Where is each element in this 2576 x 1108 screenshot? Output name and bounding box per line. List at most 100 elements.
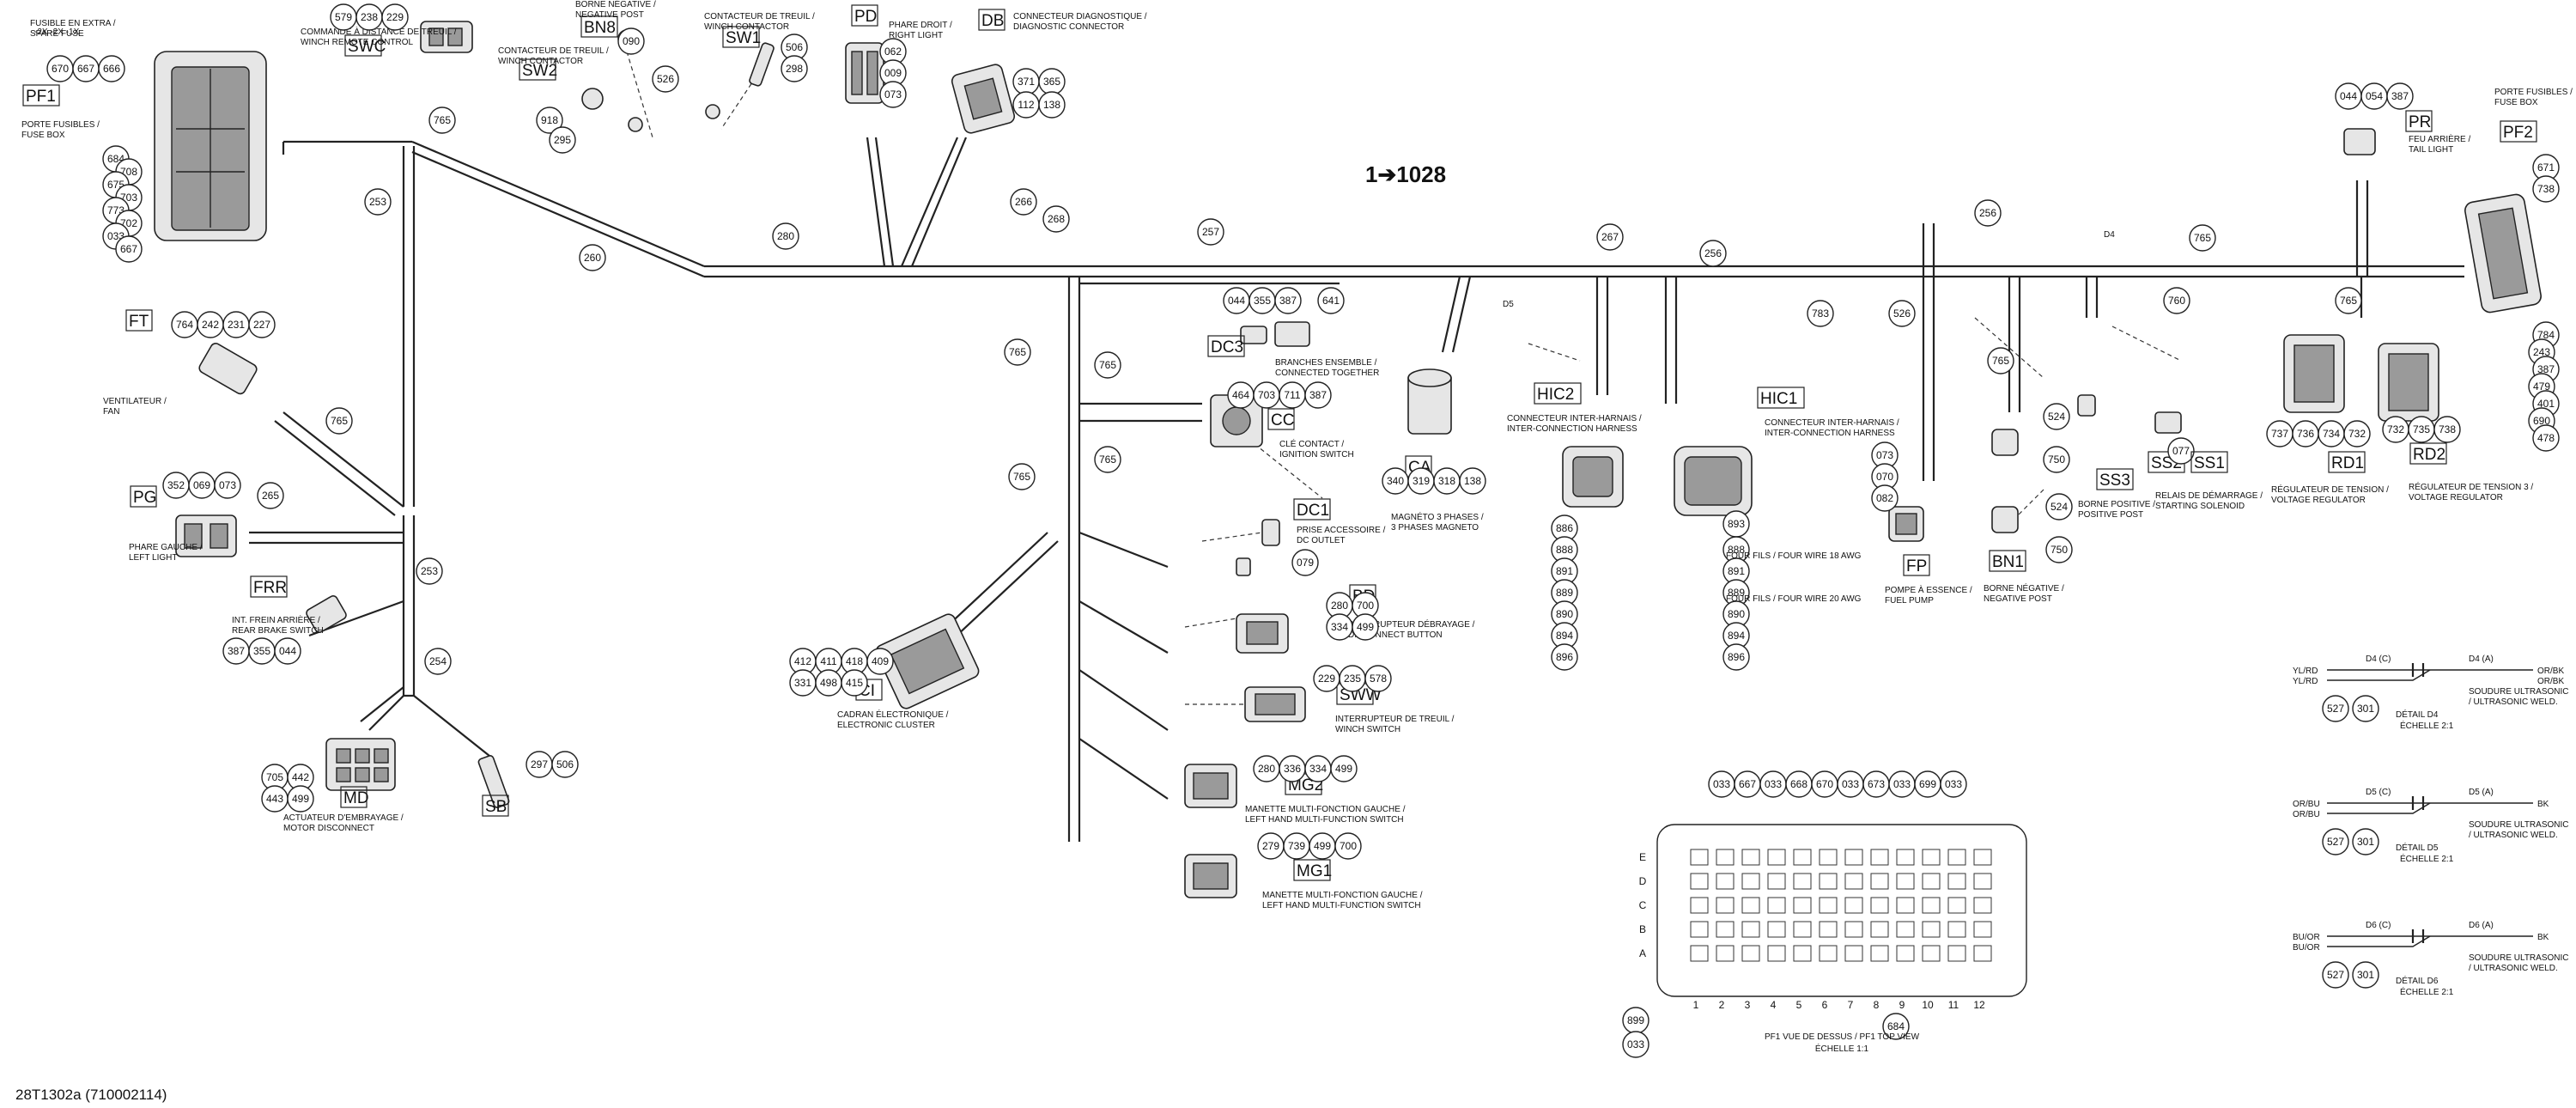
motor-disconnect-connector (325, 738, 396, 791)
component-ref: 138 (1038, 91, 1066, 119)
ref-number: 054 (2366, 90, 2383, 102)
component-name: WINCH SWITCH (1335, 725, 1400, 734)
left-light-connector (175, 514, 237, 557)
harness-ref: 256 (1699, 240, 1727, 267)
detail-note: / ULTRASONIC WELD. (2469, 697, 2558, 707)
component-ref: 138 (1459, 467, 1486, 495)
fuse-slot (1690, 921, 1709, 938)
component-ref: 524 (2045, 493, 2073, 521)
ref-number: 734 (2323, 428, 2340, 440)
inter-harness-connector-hic1 (1674, 446, 1753, 516)
spare-fuse-extra: -2X -2X -1X (34, 27, 80, 37)
ref-number: 077 (2172, 445, 2190, 457)
component-code: PD (854, 8, 877, 26)
wire-color: YL/RD (2293, 667, 2318, 676)
splice-tag: D5 (A) (2469, 788, 2494, 797)
component-code: DC1 (1297, 502, 1329, 520)
component-name: POMPE À ESSENCE / (1885, 584, 1972, 595)
fuse-slot (1973, 921, 1992, 938)
ref-number: 499 (1335, 763, 1352, 775)
ref-number: 784 (2537, 329, 2555, 341)
component-name: BORNE NÉGATIVE / (575, 0, 656, 9)
fusebox-top-ref: 668 (1785, 770, 1813, 798)
component-ref: 229 (1313, 665, 1340, 692)
ref-number: 257 (1202, 226, 1219, 238)
component-code: PG (133, 489, 156, 507)
ref-number: 073 (219, 479, 236, 491)
component-name: POSITIVE POST (2078, 510, 2143, 520)
detail-name: DÉTAIL D6 (2396, 975, 2439, 986)
ref-number: 280 (1258, 763, 1275, 775)
component-ref: 891 (1551, 557, 1578, 585)
component-code: RD1 (2331, 454, 2364, 472)
component-ref: 073 (879, 81, 907, 108)
component-name: STARTING SOLENOID (2155, 502, 2245, 511)
component-ref: 387 (2386, 82, 2414, 110)
fusebox-top-ref: 699 (1914, 770, 1941, 798)
fuse-slot (1896, 897, 1915, 914)
ref-number: 641 (1322, 295, 1340, 307)
fuse-slot (1741, 873, 1760, 890)
fuse-slot (1947, 921, 1966, 938)
ref-number: 227 (253, 319, 270, 331)
component-name: RÉGULATEUR DE TENSION 3 / (2409, 481, 2533, 492)
component-ref: 409 (866, 648, 894, 675)
component-ref: 242 (197, 311, 224, 338)
component-name: 3 PHASES MAGNETO (1391, 523, 1479, 533)
component-ss1: SS1 (2190, 451, 2228, 473)
component-ref: 070 (1871, 463, 1899, 490)
ref-number: 899 (1627, 1014, 1644, 1026)
detail-ref: 527 (2322, 961, 2349, 989)
component-ref: 340 (1382, 467, 1409, 495)
ref-number: 415 (846, 677, 863, 689)
fusebox-col: 10 (1922, 999, 1934, 1011)
ref-number: 506 (786, 41, 803, 53)
component-ref: 896 (1551, 643, 1578, 671)
component-name: CONTACTEUR DE TREUIL / (498, 46, 609, 56)
detail-ref: 301 (2352, 961, 2379, 989)
component-name: RELAIS DE DÉMARRAGE / (2155, 490, 2263, 501)
component-ref: 044 (1223, 287, 1250, 314)
fuse-slot (1844, 849, 1863, 866)
component-name: FUSE BOX (2494, 98, 2538, 107)
fuse-slot (1716, 921, 1735, 938)
component-ref: 737 (2266, 420, 2293, 447)
component-code: SB (485, 798, 507, 816)
detail-ref: 301 (2352, 695, 2379, 722)
component-ref: 703 (1253, 381, 1280, 409)
harness-ref: 260 (579, 244, 606, 271)
component-name: MAGNÉTO 3 PHASES / (1391, 511, 1484, 522)
component-code: SWC (348, 38, 386, 56)
ref-number: 371 (1018, 76, 1035, 88)
harness-ref: 254 (424, 648, 452, 675)
fan-connector (198, 343, 258, 395)
fusebox-top-ref: 033 (1759, 770, 1787, 798)
component-code: SS1 (2194, 454, 2225, 472)
splice-tag: D6 (A) (2469, 921, 2494, 930)
component-ref: 295 (549, 126, 576, 154)
component-name: MOTOR DISCONNECT (283, 824, 374, 833)
component-name: IGNITION SWITCH (1279, 450, 1354, 460)
component-ref: 009 (879, 59, 907, 87)
ref-number: 506 (556, 758, 574, 770)
ref-number: 888 (1556, 544, 1573, 556)
ref-number: 667 (77, 63, 94, 75)
component-name: VENTILATEUR / (103, 397, 167, 406)
ref-number: 894 (1728, 630, 1745, 642)
ref-number: 387 (1279, 295, 1297, 307)
fuse-slot (1844, 873, 1863, 890)
component-name: CONNECTEUR DIAGNOSTIQUE / (1013, 12, 1147, 21)
component-ref: 062 (879, 38, 907, 65)
